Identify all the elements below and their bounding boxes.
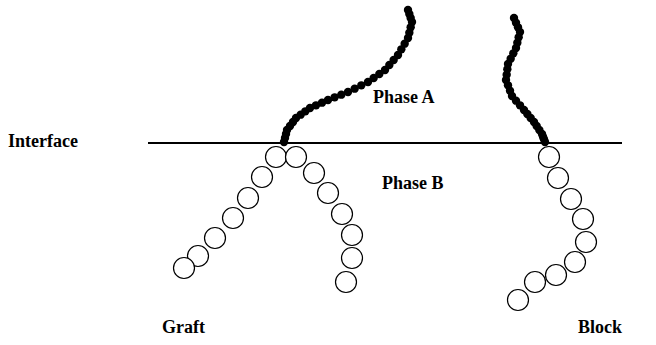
phase-label: Phase B: [382, 174, 444, 192]
segment-b: [286, 147, 307, 168]
polymer-chains: [174, 6, 597, 311]
phase-label: Phase A: [373, 88, 435, 106]
segment-b: [508, 290, 529, 311]
segment-b: [252, 167, 273, 188]
segment-a: [280, 138, 288, 146]
segment-b: [174, 258, 195, 279]
segment-b: [561, 189, 582, 210]
segment-b: [576, 232, 597, 253]
segment-b: [546, 265, 567, 286]
segment-b: [318, 183, 339, 204]
segment-b: [332, 204, 353, 225]
interface-label: Interface: [8, 132, 78, 150]
copolymer-label: Graft: [162, 318, 205, 336]
segment-a: [541, 138, 549, 146]
copolymer-label: Block: [578, 318, 622, 336]
segment-b: [539, 147, 560, 168]
segment-b: [565, 252, 586, 273]
segment-b: [525, 272, 546, 293]
interface-line: [148, 142, 622, 144]
segment-b: [238, 188, 259, 209]
segment-b: [205, 228, 226, 249]
segment-b: [342, 225, 363, 246]
segment-b: [548, 168, 569, 189]
segment-b: [342, 248, 363, 269]
segment-b: [266, 147, 287, 168]
segment-b: [573, 209, 594, 230]
segment-b: [223, 208, 244, 229]
segment-b: [336, 272, 357, 293]
segment-b: [304, 163, 325, 184]
